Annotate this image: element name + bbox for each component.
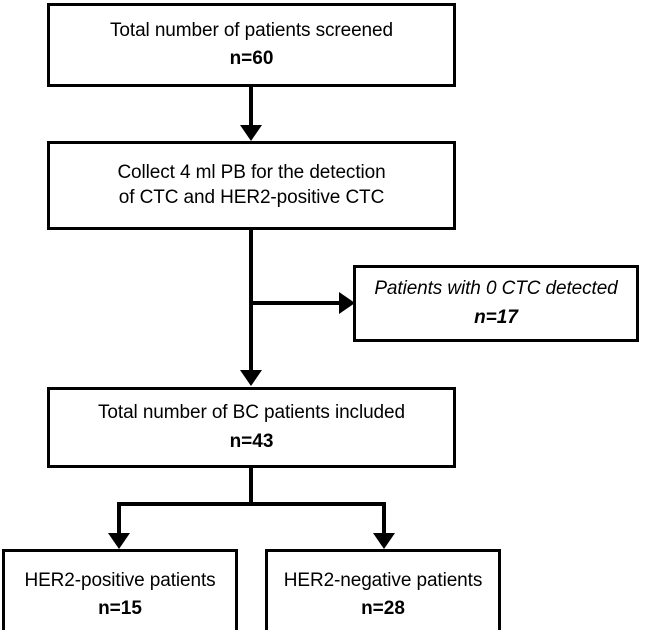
connector-collect-to-zero-ctc-line: [251, 301, 343, 305]
node-zero-ctc-count: n=17: [474, 306, 518, 328]
node-her2-negative-label: HER2-negative patients: [283, 569, 483, 591]
node-her2-negative-count: n=28: [361, 598, 405, 619]
connector-included-to-her2-negative-line: [382, 502, 386, 536]
connector-included-split-bar: [117, 502, 386, 506]
node-total-bc-patients-included: Total number of BC patients included n=4…: [47, 387, 456, 468]
node-included-count: n=43: [229, 430, 274, 452]
node-collect-blood-sample: Collect 4 ml PB for the detection of CTC…: [47, 141, 456, 230]
connector-collect-to-zero-ctc-arrowhead-icon: [339, 292, 355, 314]
node-patients-zero-ctc-detected: Patients with 0 CTC detected n=17: [353, 265, 639, 342]
connector-included-split-stem: [249, 468, 253, 506]
node-her2-positive-patients: HER2-positive patients n=15: [2, 549, 238, 630]
connector-included-to-her2-positive-arrowhead-icon: [108, 533, 130, 549]
node-included-label: Total number of BC patients included: [98, 402, 405, 424]
node-her2-positive-label: HER2-positive patients: [24, 569, 216, 591]
connector-included-to-her2-negative-arrowhead-icon: [373, 533, 395, 549]
node-total-patients-screened: Total number of patients screened n=60: [47, 3, 456, 87]
node-screened-count: n=60: [229, 48, 274, 69]
node-her2-negative-patients: HER2-negative patients n=28: [265, 549, 501, 630]
node-screened-label: Total number of patients screened: [110, 19, 393, 41]
connector-included-to-her2-positive-line: [117, 502, 121, 536]
connector-screened-to-collect-arrowhead-icon: [240, 125, 262, 141]
node-zero-ctc-label: Patients with 0 CTC detected: [374, 278, 618, 300]
connector-screened-to-collect-line: [249, 87, 253, 127]
node-her2-positive-count: n=15: [98, 598, 142, 619]
connector-collect-to-included-arrowhead-icon: [240, 370, 262, 386]
node-collect-label-line2: of CTC and HER2-positive CTC: [118, 186, 385, 208]
node-collect-label-line1: Collect 4 ml PB for the detection: [117, 162, 386, 184]
